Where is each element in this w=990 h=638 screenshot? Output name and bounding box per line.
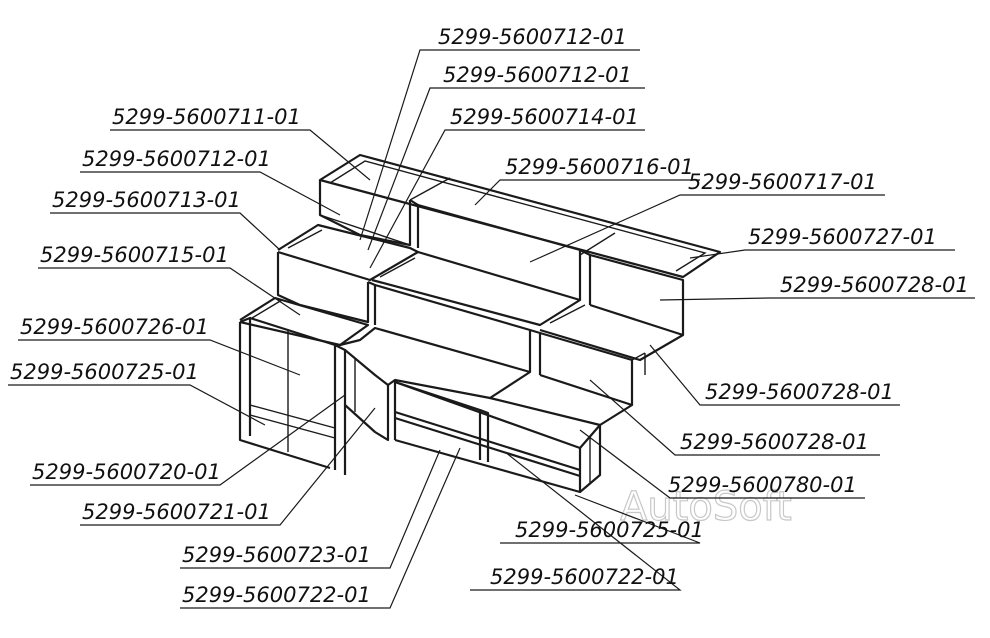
- part-label: 5299-5600725-01: [10, 360, 199, 384]
- part-labels: 5299-5600712-01 5299-5600712-01 5299-560…: [10, 25, 969, 607]
- part-label: 5299-5600727-01: [748, 225, 937, 249]
- part-label: 5299-5600722-01: [182, 583, 371, 607]
- cabinet-structure: [238, 153, 722, 494]
- part-label: 5299-5600720-01: [32, 460, 221, 484]
- part-label: 5299-5600722-01: [490, 565, 679, 589]
- part-label: 5299-5600728-01: [780, 273, 969, 297]
- leader-lines: [8, 49, 975, 609]
- part-label: 5299-5600725-01: [515, 518, 704, 542]
- part-label: 5299-5600712-01: [443, 63, 632, 87]
- part-label: 5299-5600715-01: [40, 243, 229, 267]
- part-label: 5299-5600714-01: [450, 105, 639, 129]
- part-label: 5299-5600723-01: [182, 543, 371, 567]
- part-label: 5299-5600717-01: [688, 170, 877, 194]
- part-label: 5299-5600728-01: [705, 380, 894, 404]
- part-label: 5299-5600721-01: [82, 500, 271, 524]
- part-label: 5299-5600716-01: [505, 155, 694, 179]
- part-label: 5299-5600780-01: [668, 473, 857, 497]
- part-label: 5299-5600728-01: [680, 430, 869, 454]
- part-label: 5299-5600713-01: [52, 188, 241, 212]
- part-label: 5299-5600726-01: [20, 315, 209, 339]
- part-label: 5299-5600711-01: [112, 105, 301, 129]
- part-label: 5299-5600712-01: [438, 25, 627, 49]
- part-label: 5299-5600712-01: [82, 147, 271, 171]
